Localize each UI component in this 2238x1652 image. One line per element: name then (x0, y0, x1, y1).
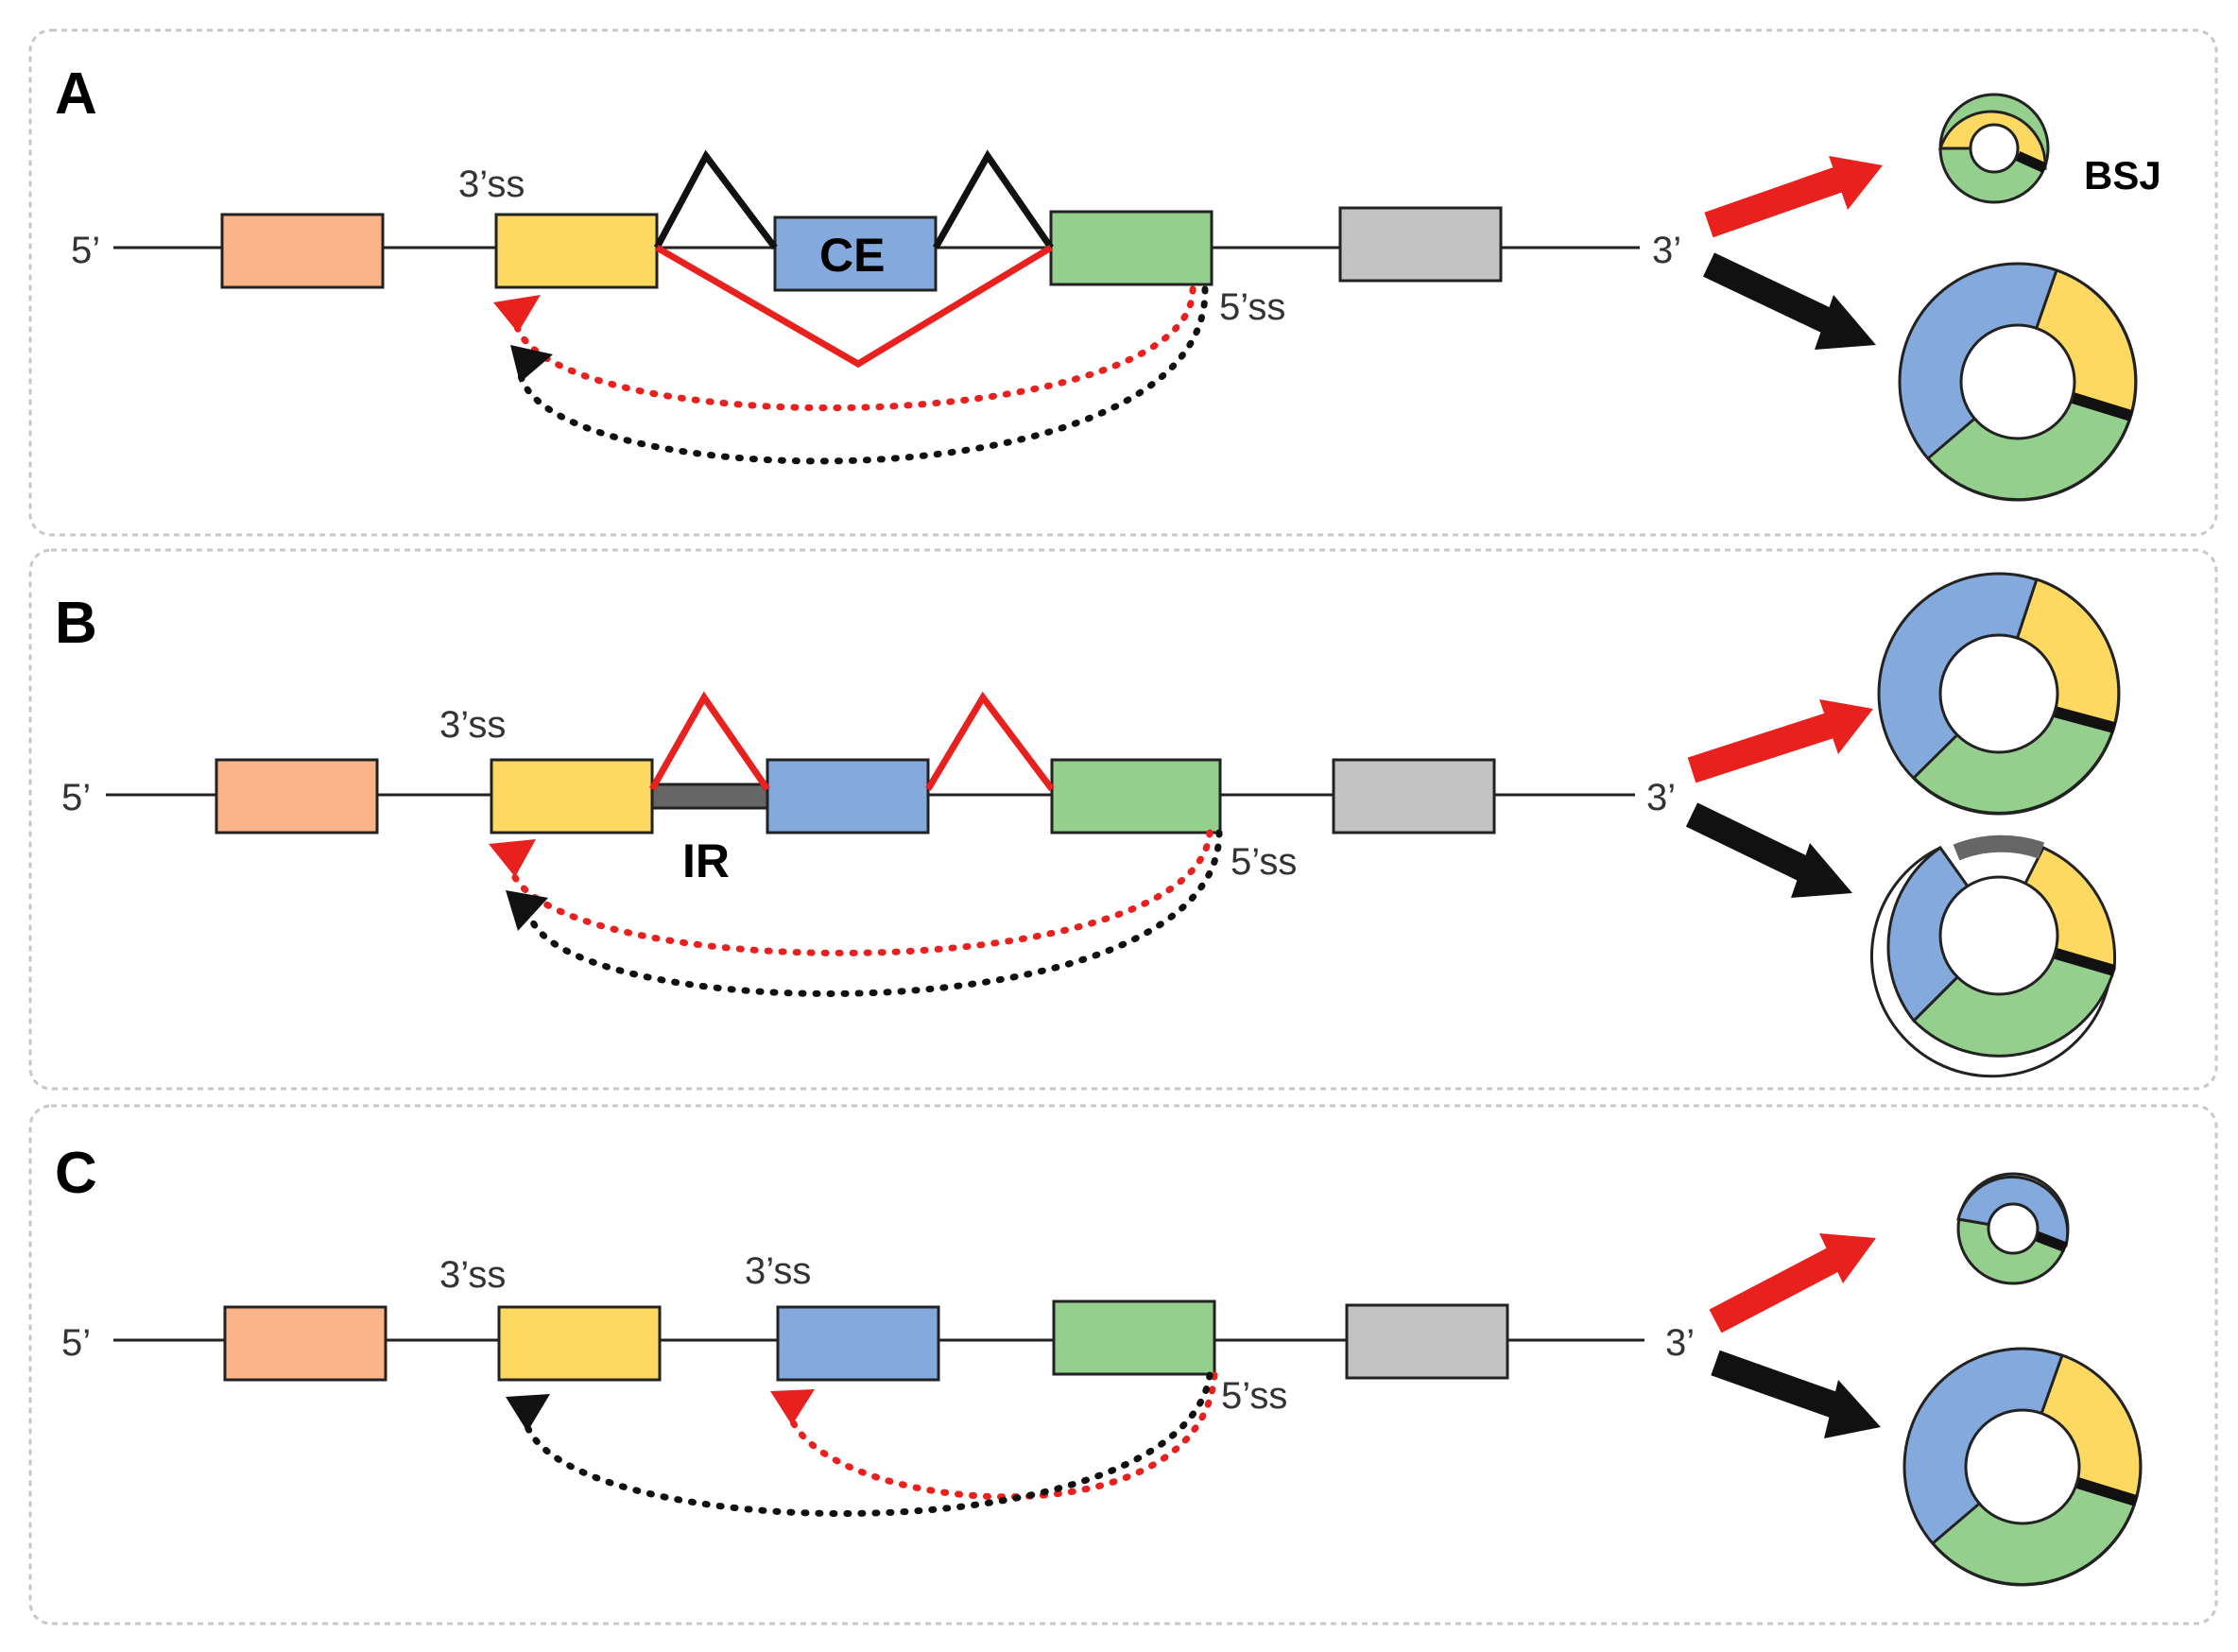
panel-a-circrna-large (1898, 262, 2138, 502)
panel-c-3ss-label-b: 3’ss (745, 1250, 811, 1292)
panel-a-ce-label: CE (819, 229, 885, 282)
panel-b-intron-splice-2 (924, 691, 1055, 792)
panel-a-backsplice-red (511, 285, 1196, 412)
panel-b-arrow-red-head (1819, 699, 1873, 754)
panel-a-arrow-black-head (1815, 295, 1876, 350)
panel-b-label: B (55, 591, 97, 656)
panel-b-backsplice-red-head (489, 839, 536, 877)
panel-a-bsj-label: BSJ (2084, 153, 2161, 198)
panel-b-retained-intron-arc (1953, 835, 2044, 861)
panel-c-backsplice-black (521, 1371, 1214, 1517)
panel-a-exon-ce (773, 215, 938, 292)
panel-b-exon-5 (1332, 758, 1496, 835)
panel-a-5ss-label: 5’ss (1219, 286, 1285, 328)
panel-b-exon-1 (215, 758, 379, 835)
panel-b-backsplice-black (525, 829, 1223, 997)
panel-b-arrow-black-head (1791, 843, 1852, 898)
panel-c: C 5’ 3’ 3’ss 3’ss 5’ss (28, 1104, 2218, 1626)
panel-c-backsplice-red-head (770, 1389, 815, 1425)
panel-b-5prime: 5’ (61, 777, 91, 818)
panel-b-arrow-black (1685, 802, 1821, 886)
panel-a-arrow-red (1704, 166, 1843, 238)
panel-c-exon-4 (1052, 1299, 1216, 1376)
panel-b-arrow-red (1687, 713, 1833, 783)
panel-c-arrow-red (1709, 1245, 1845, 1334)
panel-c-exon-3 (776, 1305, 940, 1382)
panel-a-3prime: 3’ (1652, 230, 1681, 271)
panel-a-intron-splice-1 (653, 149, 778, 250)
panel-a-3ss-label: 3’ss (458, 163, 525, 205)
panel-c-circrna-large (1902, 1347, 2143, 1587)
panel-a-exon-1 (220, 213, 385, 289)
panel-b-3ss-label: 3’ss (439, 704, 506, 746)
panel-b-ir-label: IR (682, 835, 730, 887)
panel-c-3ss-label-a: 3’ss (439, 1254, 506, 1296)
panel-b-backsplice-black-head (506, 890, 548, 931)
panel-c-exon-1 (223, 1305, 387, 1382)
panel-a-exon-skip (655, 244, 1053, 369)
panel-c-arrow-red-head (1819, 1233, 1876, 1283)
panel-c-exon-2 (497, 1305, 662, 1382)
panel-c-backsplice-black-head (506, 1394, 550, 1432)
panel-b-exon-4 (1050, 758, 1222, 835)
panel-a-intron-splice-2 (932, 149, 1054, 250)
panel-a-label: A (55, 61, 97, 127)
panel-a-arrow-black (1702, 252, 1845, 338)
panel-c-exon-5 (1345, 1303, 1509, 1380)
panel-a: A 5’ 3’ CE 3’ss 5’ss BSJ (28, 28, 2218, 537)
panel-a-backsplice-black (516, 285, 1209, 465)
panel-a-backsplice-black-head (510, 345, 553, 383)
panel-b-retained-intron (650, 783, 769, 810)
panel-a-arrow-red-head (1829, 156, 1883, 210)
panel-c-label: C (55, 1141, 97, 1206)
panel-c-5prime: 5’ (61, 1322, 91, 1364)
panel-c-3prime: 3’ (1665, 1322, 1695, 1364)
panel-b-circrna-bottom (1870, 835, 2117, 1078)
panel-c-backsplice-red (785, 1371, 1218, 1501)
panel-a-5prime: 5’ (71, 230, 100, 271)
panel-b-intron-splice-1 (648, 691, 770, 791)
panel-b-3prime: 3’ (1646, 777, 1676, 818)
panel-a-exon-2 (494, 213, 659, 289)
panel-c-circrna-small (1956, 1172, 2070, 1285)
panel-a-exon-5 (1338, 206, 1503, 283)
panel-c-arrow-black-head (1824, 1380, 1881, 1438)
panel-b: B 5’ 3’ IR 3’ss 5’ss (28, 548, 2218, 1091)
panel-c-5ss-label: 5’ss (1221, 1375, 1287, 1417)
panel-b-exon-2 (490, 758, 654, 835)
panel-c-arrow-black (1711, 1350, 1848, 1421)
panel-a-circrna-small (1937, 93, 2050, 204)
panel-a-backsplice-red-head (493, 295, 541, 333)
panel-a-exon-4 (1049, 210, 1214, 286)
panel-b-5ss-label: 5’ss (1231, 841, 1297, 883)
panel-b-circrna-top (1877, 572, 2121, 816)
panel-b-exon-3 (766, 758, 930, 835)
